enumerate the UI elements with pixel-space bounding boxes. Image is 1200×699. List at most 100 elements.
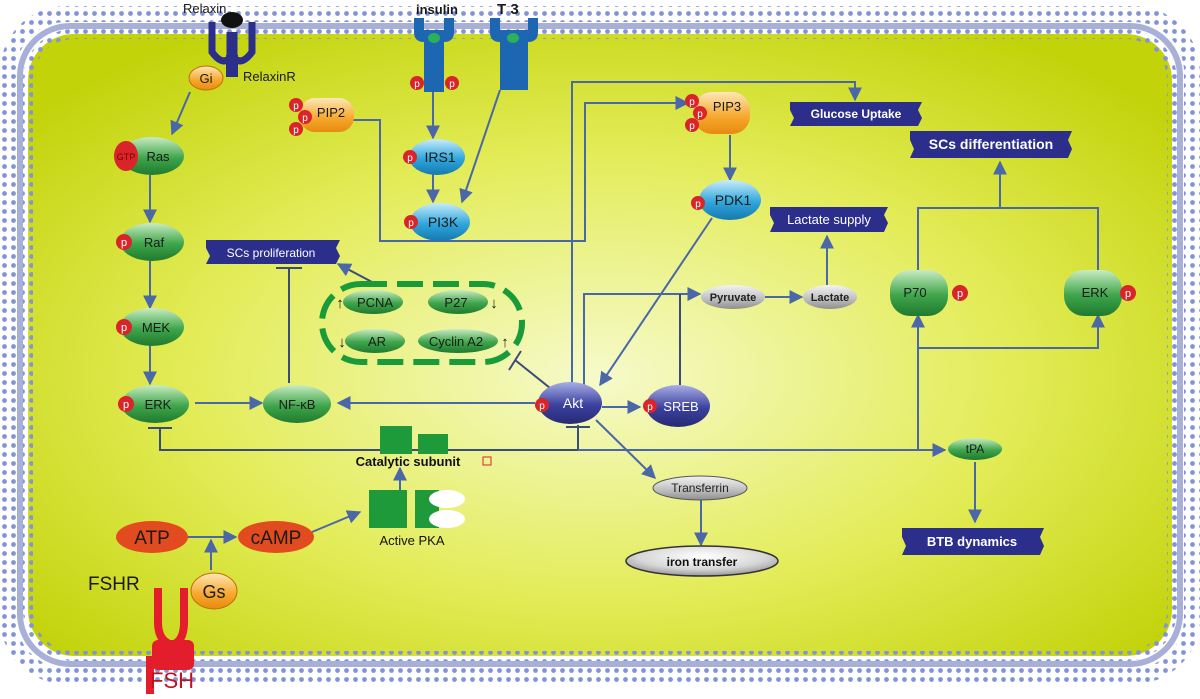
pi3k-node: p PI3K	[404, 203, 470, 241]
insulin-label: insulin	[416, 2, 458, 17]
glucose-uptake-box: Glucose Uptake	[790, 102, 922, 126]
pip2-phospho-1: p	[293, 101, 299, 112]
erk-right-phospho: p	[1125, 288, 1131, 300]
fsh-receptor: FSHR FSH Gs	[88, 572, 238, 694]
raf-label: Raf	[144, 235, 165, 250]
atp-label: ATP	[134, 528, 170, 549]
pip2-label: PIP2	[317, 105, 345, 120]
pcna-up-arrow-icon: ↑	[336, 295, 344, 312]
cyclin-a2-node: Cyclin A2 ↑	[418, 329, 509, 353]
membrane-outer-leaflet	[0, 6, 1200, 684]
tpa-label: tPA	[966, 442, 984, 456]
membrane-tails	[17, 23, 1183, 667]
p70-phospho: p	[957, 288, 963, 300]
pcna-label: PCNA	[357, 295, 393, 310]
p70-label: P70	[903, 285, 926, 300]
raf-node: p Raf	[116, 223, 184, 261]
btb-dynamics-label: BTB dynamics	[927, 534, 1017, 549]
relaxin-label: Relaxin	[183, 1, 226, 16]
akt-label: Akt	[563, 395, 583, 411]
relaxin-r-label: RelaxinR	[243, 69, 296, 84]
sreb-label: SREB	[663, 399, 698, 414]
active-pka: Active PKA	[369, 490, 465, 548]
scs-proliferation-label: SCs proliferation	[227, 246, 316, 260]
pip3-phospho-3: p	[689, 121, 695, 132]
transferrin-node: Transferrin	[652, 475, 748, 501]
mek-node: p MEK	[116, 308, 184, 346]
pip3-label: PIP3	[713, 99, 741, 114]
irs1-node: p IRS1	[403, 139, 465, 175]
cell-cycle-group: PCNA ↑ P27 ↓ AR ↓ Cyclin A2 ↑	[319, 281, 525, 365]
erk-right-label: ERK	[1082, 285, 1109, 300]
catalytic-subunit: Catalytic subunit	[356, 426, 492, 469]
btb-dynamics-box: BTB dynamics	[902, 528, 1044, 555]
iron-transfer-node: iron transfer	[625, 545, 779, 577]
pdk1-phospho: p	[695, 199, 701, 210]
insulin-phospho-1: p	[414, 79, 420, 90]
erk-right-node: p ERK	[1064, 270, 1136, 316]
fshr-label: FSHR	[88, 574, 140, 595]
gi-label: Gi	[200, 71, 213, 86]
t3-receptor: T 3	[490, 1, 538, 90]
pdk1-node: p PDK1	[691, 180, 761, 220]
p27-label: P27	[444, 295, 467, 310]
gs-label: Gs	[202, 582, 225, 602]
glucose-uptake-label: Glucose Uptake	[811, 107, 902, 121]
irs1-phospho: p	[407, 153, 413, 164]
p70-node: p P70	[890, 270, 968, 316]
erk-left-label: ERK	[145, 397, 172, 412]
lactate-supply-label: Lactate supply	[787, 212, 871, 227]
mek-phospho: p	[121, 322, 127, 334]
scs-proliferation-box: SCs proliferation	[206, 240, 340, 264]
irs1-label: IRS1	[424, 149, 455, 165]
raf-phospho: p	[121, 237, 127, 249]
pip2-phospho-3: p	[293, 125, 299, 136]
pdk1-label: PDK1	[715, 192, 752, 208]
ras-label: Ras	[146, 149, 170, 164]
relaxin-ligand	[221, 12, 243, 28]
pi3k-phospho: p	[408, 218, 414, 229]
pyruvate-node: Pyruvate	[701, 285, 765, 309]
pip2-node: p p p PIP2	[289, 98, 354, 136]
insulin-phospho: p p	[410, 76, 459, 90]
active-pka-label: Active PKA	[379, 533, 444, 548]
fsh-label: FSH	[150, 668, 194, 693]
ar-down-arrow-icon: ↓	[338, 334, 346, 351]
atp-node: ATP	[116, 521, 188, 553]
sreb-phospho: p	[647, 402, 653, 413]
lactate-label: Lactate	[811, 292, 850, 304]
p27-node: P27 ↓	[428, 290, 498, 314]
pip2-phospho-2: p	[302, 113, 308, 124]
gtp-label: GTP	[117, 152, 136, 162]
lactate-supply-box: Lactate supply	[770, 207, 888, 232]
pcna-node: PCNA ↑	[336, 290, 403, 314]
p27-down-arrow-icon: ↓	[490, 295, 498, 312]
insulin-phospho-2: p	[449, 79, 455, 90]
ar-node: AR ↓	[338, 329, 405, 353]
cyclin-a2-label: Cyclin A2	[429, 334, 483, 349]
small-marker-icon	[482, 456, 492, 466]
cytoplasm	[23, 29, 1177, 661]
camp-node: cAMP	[238, 521, 314, 553]
pip3-phospho-2: p	[697, 109, 703, 120]
relaxin-receptor: Relaxin RelaxinR Gi	[183, 1, 296, 91]
iron-transfer-label: iron transfer	[667, 555, 738, 569]
pyruvate-label: Pyruvate	[710, 292, 756, 304]
akt-node: p Akt	[535, 382, 602, 424]
t3-label: T 3	[497, 1, 519, 18]
pathway-connectors	[143, 81, 1105, 570]
nfkb-label: NF-κB	[279, 397, 316, 412]
sreb-node: p SREB	[643, 385, 710, 427]
ar-label: AR	[368, 334, 386, 349]
pip3-phospho-1: p	[689, 97, 695, 108]
nfkb-node: NF-κB	[263, 385, 331, 423]
camp-label: cAMP	[251, 528, 302, 549]
mek-label: MEK	[142, 320, 171, 335]
catalytic-subunit-label: Catalytic subunit	[356, 454, 461, 469]
lactate-node: Lactate	[803, 285, 857, 309]
tpa-node: tPA	[948, 438, 1002, 460]
ras-node: GTP Ras	[114, 137, 184, 175]
transferrin-label: Transferrin	[671, 481, 729, 495]
